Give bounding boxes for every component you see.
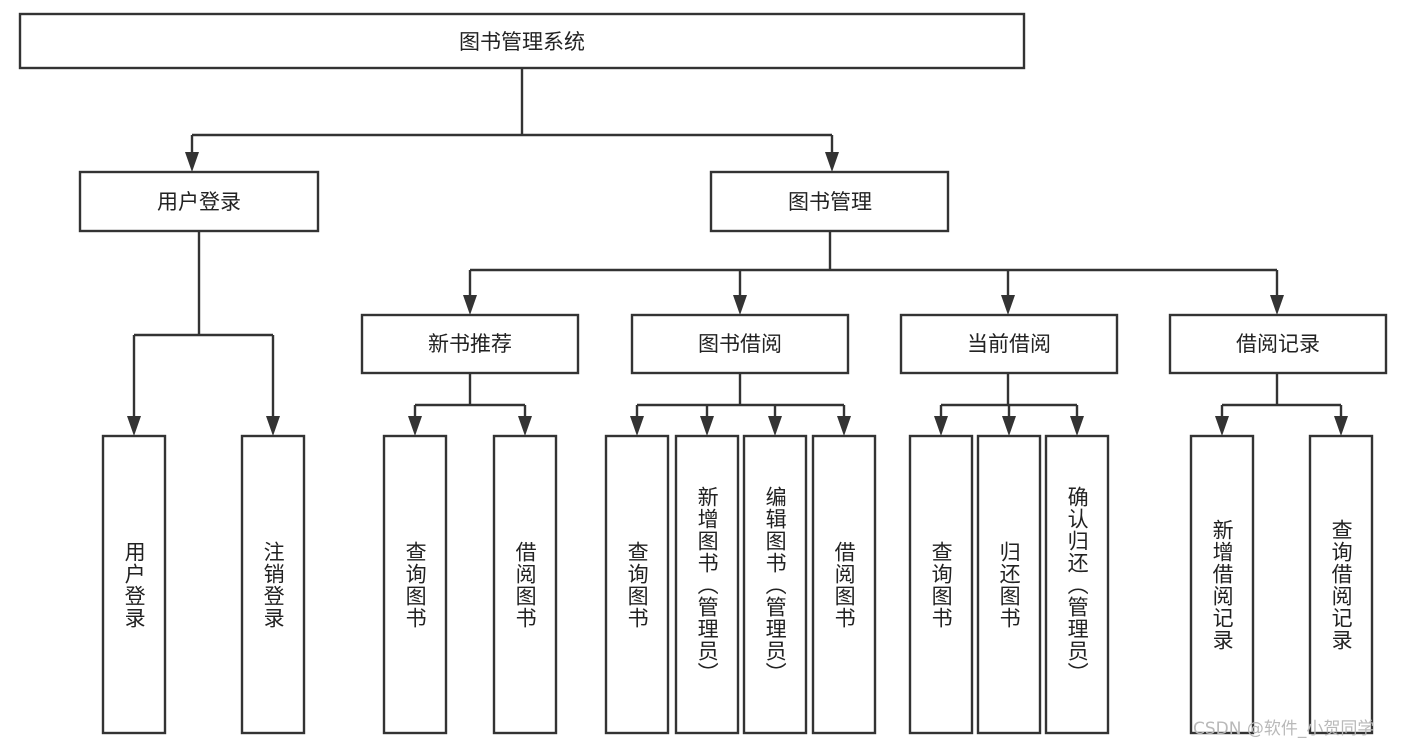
node-book-management[interactable]: [709, 170, 950, 233]
leaf-book-borrow-0[interactable]: [604, 434, 670, 735]
leaf-user-login-0[interactable]: [101, 434, 167, 735]
connector-newbook-to-leaves: [408, 373, 532, 436]
connector-bookborrow-to-leaves: [630, 373, 851, 436]
leaf-book-borrow-1[interactable]: [674, 434, 740, 735]
csdn-watermark: CSDN @软件_小贺同学: [1193, 719, 1375, 739]
leaf-user-login-1[interactable]: [240, 434, 306, 735]
node-book-borrow[interactable]: [630, 313, 850, 375]
connector-borrowrecord-to-leaves: [1215, 373, 1348, 436]
label-new-book-recommend: 新书推荐: [428, 332, 512, 356]
label-current-borrow: 当前借阅: [967, 332, 1051, 356]
label-user-login: 用户登录: [157, 190, 241, 214]
leaf-book-borrow-2[interactable]: [742, 434, 808, 735]
node-root-book-management-system[interactable]: [18, 12, 1026, 70]
connector-root-to-level2: [185, 68, 839, 172]
connector-currentborrow-to-leaves: [934, 373, 1084, 436]
leaf-new-book-1[interactable]: [492, 434, 558, 735]
node-new-book-recommend[interactable]: [360, 313, 580, 375]
leaf-borrow-record-1[interactable]: [1308, 434, 1374, 735]
label-book-management: 图书管理: [788, 190, 872, 214]
node-current-borrow[interactable]: [899, 313, 1119, 375]
label-book-borrow: 图书借阅: [698, 332, 782, 356]
leaf-current-borrow-2[interactable]: [1044, 434, 1110, 735]
connector-bookmgmt-to-level3: [463, 231, 1284, 315]
leaf-new-book-0[interactable]: [382, 434, 448, 735]
node-user-login[interactable]: [78, 170, 320, 233]
leaf-current-borrow-1[interactable]: [976, 434, 1042, 735]
leaf-borrow-record-0[interactable]: [1189, 434, 1255, 735]
leaf-book-borrow-3[interactable]: [811, 434, 877, 735]
label-root: 图书管理系统: [459, 30, 585, 54]
node-borrow-record[interactable]: [1168, 313, 1388, 375]
leaf-current-borrow-0[interactable]: [908, 434, 974, 735]
connector-userlogin-to-leaves: [127, 231, 280, 436]
label-borrow-record: 借阅记录: [1236, 332, 1320, 356]
